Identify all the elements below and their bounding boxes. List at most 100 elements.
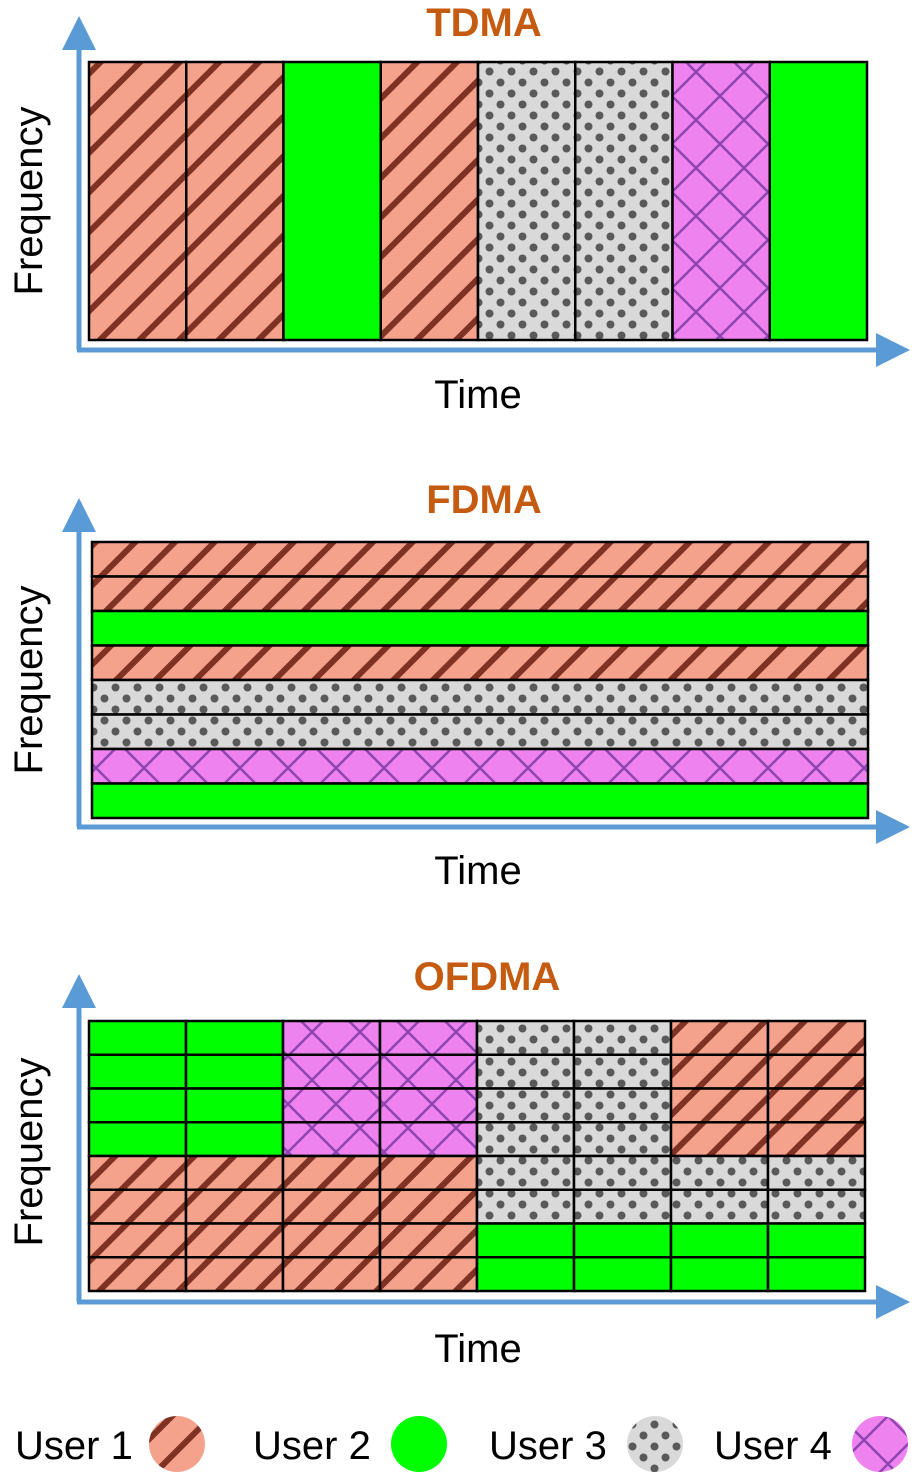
fdma-cell-user3 — [90, 678, 870, 716]
axes-fdma — [62, 498, 910, 844]
fdma-cell-user4 — [90, 747, 870, 785]
ofdma-cell-user1 — [766, 1121, 867, 1158]
ofdma-cell-user4 — [281, 1053, 382, 1090]
x-axis-label-fdma: Time — [434, 849, 521, 893]
y-axis-label-ofdma: Frequency — [7, 1058, 51, 1247]
tdma-cell-user1 — [87, 60, 188, 342]
ofdma-cell-user3 — [766, 1188, 867, 1225]
fdma-cell-user1 — [90, 644, 870, 682]
y-axis-label-tdma: Frequency — [7, 107, 51, 296]
ofdma-cell-user1 — [378, 1222, 479, 1259]
ofdma-cell-user3 — [572, 1121, 673, 1158]
panel-ofdma: OFDMA Time Frequency — [7, 955, 910, 1371]
x-axis-arrow-ofdma — [876, 1285, 910, 1319]
ofdma-cell-user1 — [184, 1222, 285, 1259]
legend-label-user4: User 4 — [714, 1424, 832, 1468]
ofdma-cell-user2 — [87, 1087, 188, 1124]
panel-fdma: FDMA Time Frequency — [7, 478, 910, 893]
fdma-cell-user2 — [90, 609, 870, 647]
panel-title-fdma: FDMA — [426, 478, 542, 522]
ofdma-cell-user2 — [184, 1019, 285, 1056]
ofdma-cell-user3 — [475, 1087, 576, 1124]
ofdma-cell-user1 — [669, 1087, 770, 1124]
panel-tdma: TDMA Time Frequency — [7, 1, 910, 417]
x-axis-arrow-tdma — [876, 333, 910, 367]
ofdma-cell-user2 — [184, 1087, 285, 1124]
legend-item-user2: User 2 — [253, 1416, 447, 1472]
legend-label-user2: User 2 — [253, 1424, 371, 1468]
ofdma-cell-user1 — [378, 1154, 479, 1191]
ofdma-cell-user3 — [475, 1053, 576, 1090]
ofdma-cell-user1 — [184, 1154, 285, 1191]
ofdma-cell-user1 — [87, 1222, 188, 1259]
ofdma-cell-user3 — [766, 1154, 867, 1191]
grid-ofdma — [87, 1019, 867, 1293]
ofdma-cell-user1 — [766, 1019, 867, 1056]
ofdma-cell-user3 — [669, 1188, 770, 1225]
ofdma-cell-user2 — [475, 1222, 576, 1259]
legend: User 1 User 2 User 3 User 4 — [15, 1416, 908, 1472]
legend-swatch-user3 — [627, 1416, 683, 1472]
y-axis-arrow-fdma — [62, 498, 96, 532]
fdma-cell-user1 — [90, 575, 870, 613]
tdma-cell-user1 — [379, 60, 480, 342]
legend-swatch-user1 — [149, 1416, 205, 1472]
ofdma-cell-user1 — [378, 1256, 479, 1293]
ofdma-cell-user1 — [184, 1188, 285, 1225]
ofdma-cell-user1 — [669, 1053, 770, 1090]
ofdma-cell-user3 — [572, 1053, 673, 1090]
legend-swatch-user2 — [391, 1416, 447, 1472]
ofdma-cell-user1 — [87, 1154, 188, 1191]
x-axis-label-ofdma: Time — [434, 1327, 521, 1371]
ofdma-cell-user2 — [572, 1256, 673, 1293]
ofdma-cell-user4 — [378, 1121, 479, 1158]
legend-swatch-user4 — [852, 1416, 908, 1472]
ofdma-cell-user1 — [184, 1256, 285, 1293]
grid-fdma — [90, 540, 870, 820]
ofdma-cell-user2 — [184, 1121, 285, 1158]
ofdma-cell-user2 — [184, 1053, 285, 1090]
ofdma-cell-user4 — [281, 1087, 382, 1124]
ofdma-cell-user3 — [669, 1154, 770, 1191]
fdma-cell-user3 — [90, 713, 870, 751]
axes-ofdma — [62, 974, 910, 1319]
ofdma-cell-user1 — [281, 1188, 382, 1225]
tdma-cell-user3 — [574, 60, 674, 342]
ofdma-cell-user1 — [669, 1121, 770, 1158]
legend-item-user1: User 1 — [15, 1416, 205, 1472]
ofdma-cell-user3 — [572, 1019, 673, 1056]
ofdma-cell-user4 — [281, 1019, 382, 1056]
tdma-cell-user3 — [476, 60, 577, 342]
panel-title-ofdma: OFDMA — [414, 955, 561, 999]
ofdma-cell-user4 — [378, 1019, 479, 1056]
legend-label-user1: User 1 — [15, 1424, 133, 1468]
ofdma-cell-user2 — [766, 1256, 867, 1293]
ofdma-cell-user3 — [475, 1121, 576, 1158]
tdma-cell-user4 — [671, 60, 771, 342]
ofdma-cell-user2 — [669, 1256, 770, 1293]
ofdma-cell-user1 — [378, 1188, 479, 1225]
ofdma-cell-user1 — [669, 1019, 770, 1056]
ofdma-cell-user3 — [572, 1154, 673, 1191]
panel-title-tdma: TDMA — [426, 1, 542, 45]
ofdma-cell-user1 — [281, 1256, 382, 1293]
tdma-cell-user2 — [768, 60, 869, 342]
ofdma-cell-user3 — [475, 1154, 576, 1191]
ofdma-cell-user2 — [87, 1121, 188, 1158]
ofdma-cell-user4 — [378, 1087, 479, 1124]
ofdma-cell-user2 — [87, 1019, 188, 1056]
ofdma-cell-user3 — [572, 1087, 673, 1124]
axes-tdma — [62, 16, 910, 367]
ofdma-cell-user2 — [475, 1256, 576, 1293]
ofdma-cell-user1 — [87, 1256, 188, 1293]
ofdma-cell-user1 — [281, 1154, 382, 1191]
tdma-cell-user2 — [282, 60, 382, 342]
ofdma-cell-user1 — [87, 1188, 188, 1225]
y-axis-arrow-ofdma — [62, 974, 96, 1008]
ofdma-cell-user4 — [281, 1121, 382, 1158]
ofdma-cell-user2 — [87, 1053, 188, 1090]
legend-label-user3: User 3 — [489, 1424, 607, 1468]
legend-item-user4: User 4 — [714, 1416, 908, 1472]
legend-item-user3: User 3 — [489, 1416, 683, 1472]
